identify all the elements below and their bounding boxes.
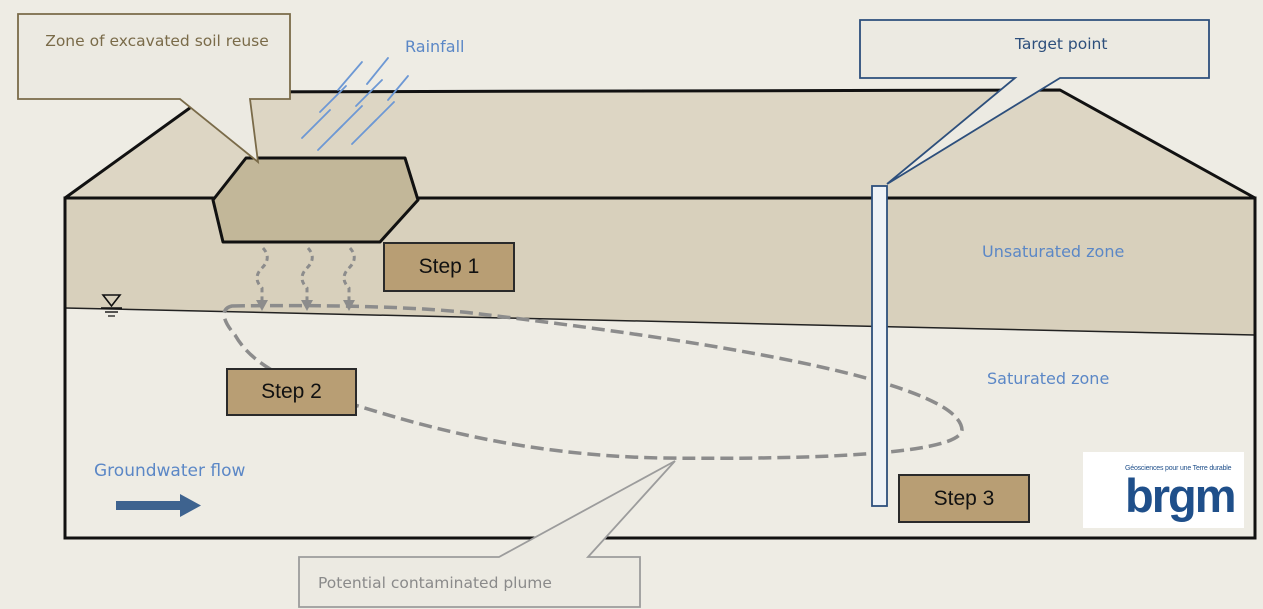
callout-plume-text: Potential contaminated plume [318,574,552,592]
brgm-logo-tagline: Géosciences pour une Terre durable [1125,465,1232,472]
callout-plume [298,460,676,608]
infiltration-arrows [255,246,356,303]
contaminated-plume-outline [222,303,964,461]
step-3-box: Step 3 [898,474,1030,523]
groundwater-flow-label: Groundwater flow [94,461,246,481]
callout-reuse-zone-text: Zone of excavated soil reuse [45,32,269,50]
rainfall-label: Rainfall [405,37,465,56]
reuse-zone-shape [211,156,420,244]
step-1-box: Step 1 [383,242,515,292]
block-front-outline [63,196,1257,540]
unsaturated-zone-label: Unsaturated zone [982,242,1125,261]
groundwater-flow-arrow-icon [116,494,201,517]
brgm-logo: Géosciences pour une Terre durable brgm [1083,452,1244,528]
callout-reuse-zone [17,13,291,165]
callout-target-point-text: Target point [1015,35,1108,53]
rainfall-icon [301,57,409,151]
brgm-logo-wordmark: brgm [1125,469,1236,522]
saturated-zone-area [65,308,1255,538]
step-2-box: Step 2 [226,368,357,416]
monitoring-well [871,185,888,507]
callout-target-point-box [859,19,1210,185]
water-table-line [64,307,1256,336]
water-table-icon [101,294,122,317]
saturated-zone-label: Saturated zone [987,369,1110,388]
